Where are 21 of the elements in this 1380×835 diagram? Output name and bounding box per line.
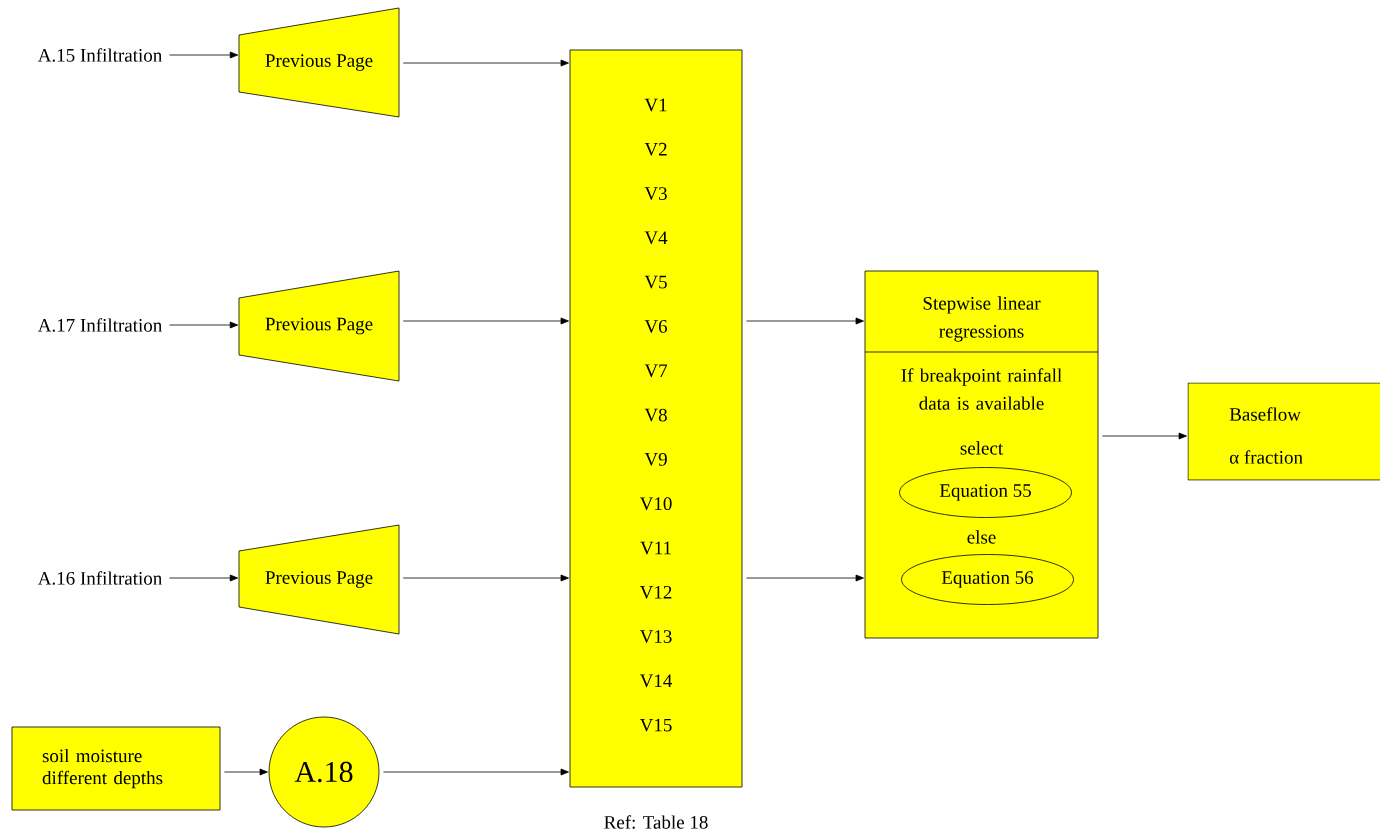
arrow — [402, 59, 569, 67]
arrow — [169, 574, 239, 582]
output-box: Baseflow α fraction — [1187, 382, 1380, 481]
arrow — [746, 574, 864, 582]
arrow — [169, 51, 239, 59]
arrow — [402, 317, 569, 325]
variable-box: V1 V2 V3 V4 V5 V6 V7 V8 V9 V10 V11 V12 V13 V14 V15 — [569, 49, 743, 788]
arrow — [746, 317, 864, 325]
input-label: A.16 Infiltration — [37, 571, 162, 585]
arrow — [1102, 432, 1187, 440]
off-page-connector: Previous Page — [238, 270, 400, 382]
arrow — [383, 768, 569, 776]
input-label: A.17 Infiltration — [37, 318, 162, 332]
reference-note: Ref: Table 18 — [604, 815, 708, 829]
arrow — [402, 574, 569, 582]
input-label: A.15 Infiltration — [37, 48, 162, 62]
arrow — [169, 321, 239, 329]
off-page-connector: Previous Page — [238, 7, 400, 118]
arrow — [224, 768, 268, 776]
process-box: soil moisture different depths — [11, 726, 221, 811]
off-page-connector: Previous Page — [238, 524, 400, 635]
